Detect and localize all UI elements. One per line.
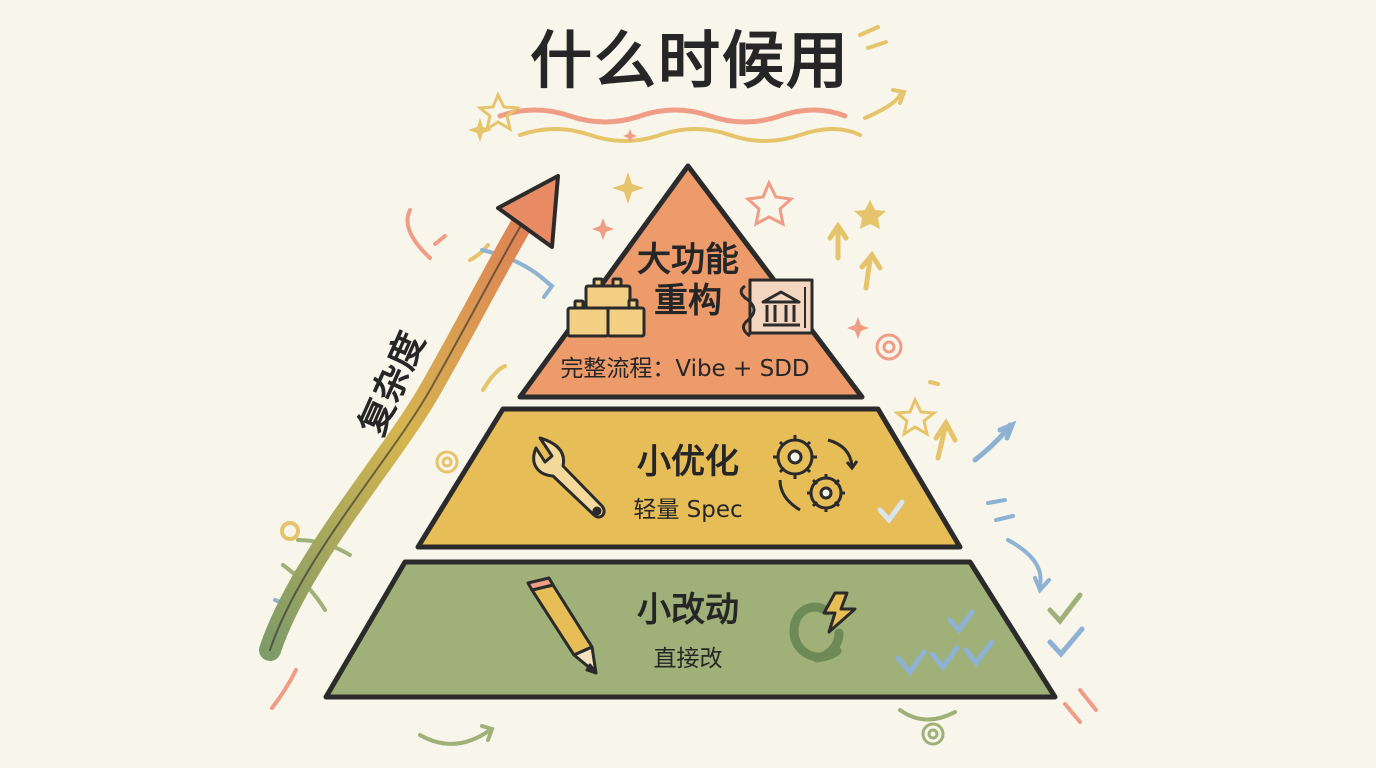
building-blocks-icon: [566, 277, 646, 338]
tier-bottom-name: 小改动: [637, 590, 739, 630]
page-title: 什么时候用: [529, 24, 850, 97]
pencil-icon: [526, 576, 598, 675]
checkmarks-decoration: [877, 499, 995, 677]
tier-top-subtitle: 完整流程：Vibe + SDD: [560, 356, 810, 382]
refresh-lightning-icon: [789, 591, 857, 663]
tier-top-name: 大功能 重构: [588, 240, 788, 322]
tier-top-name-text: 大功能 重构: [637, 240, 739, 321]
wrench-icon: [532, 436, 606, 519]
tier-middle-name: 小优化: [637, 442, 739, 482]
background-decorations: [270, 25, 1098, 746]
tier-middle-subtitle: 轻量 Spec: [633, 497, 743, 523]
tier-bottom-shape: [323, 559, 1058, 700]
blueprint-icon: [739, 278, 814, 338]
gears-icon: [773, 435, 859, 512]
complexity-arrow: [259, 174, 560, 661]
tier-bottom-subtitle: 直接改: [653, 646, 723, 672]
